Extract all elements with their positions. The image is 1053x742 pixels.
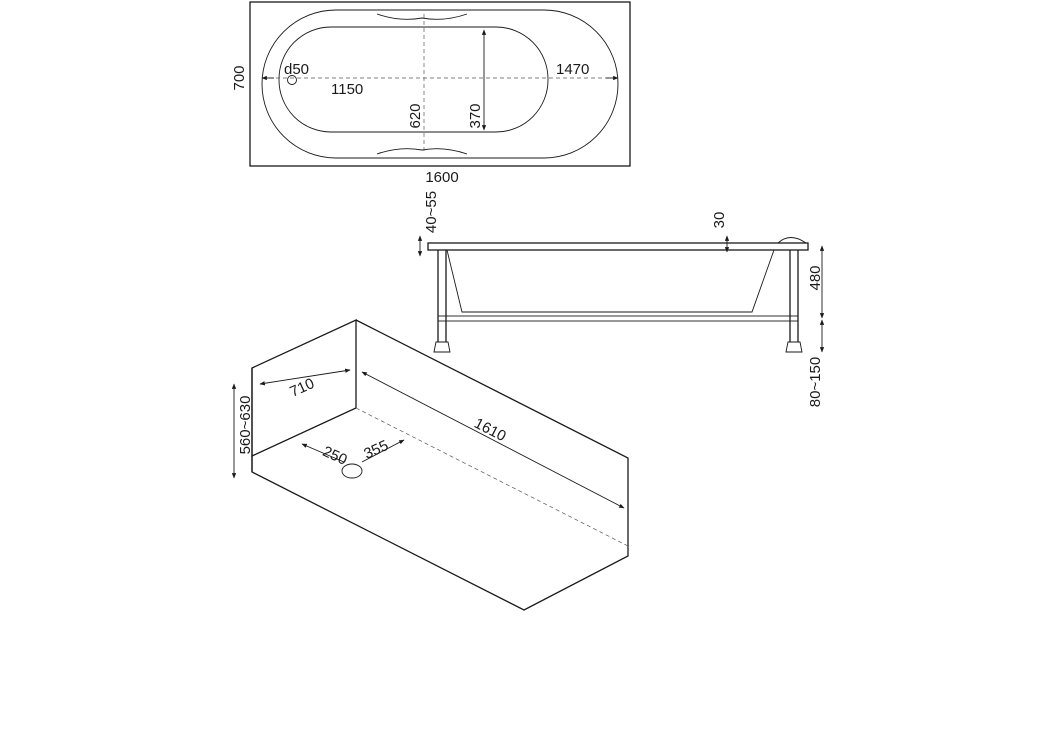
dim-tub-depth: 480	[807, 265, 824, 290]
drain-hole-icon	[287, 75, 297, 85]
dim-inner-length-1150: 1150	[331, 81, 363, 98]
top-view: 1600 700 d50 1150 1470 620 370	[231, 1, 631, 186]
dim-line-iso-length	[361, 371, 625, 509]
dim-outer-length-1470: 1470	[556, 61, 589, 78]
top-view-outline	[249, 1, 631, 167]
dim-rim-height: 40~55	[423, 191, 440, 233]
dim-length-1600: 1600	[425, 169, 458, 186]
side-view-crossbar	[437, 315, 799, 322]
dim-half-width-370: 370	[467, 103, 484, 128]
dim-drain-x: 250	[320, 443, 350, 469]
dim-width-700: 700	[231, 65, 248, 90]
dim-iso-length: 1610	[471, 415, 508, 445]
dim-leg-height: 80~150	[807, 357, 824, 407]
top-view-armrest-bottom	[376, 148, 468, 155]
dim-iso-height: 560~630	[237, 396, 254, 455]
side-view-foot-right	[785, 341, 803, 353]
dim-inner-width-620: 620	[407, 103, 424, 128]
side-view: 40~55 30 480 80~150	[417, 191, 825, 407]
dim-line-drain-y	[361, 439, 405, 463]
top-view-rim	[261, 9, 619, 159]
side-view-foot-left	[433, 341, 451, 353]
dim-drain-d50: d50	[284, 61, 309, 78]
top-view-basin	[278, 26, 549, 133]
dim-line-iso-width	[259, 368, 351, 386]
iso-drain-hole-icon	[341, 463, 363, 479]
iso-body-outline	[251, 319, 629, 611]
top-view-armrest-top	[376, 13, 468, 20]
side-view-basin	[446, 249, 775, 313]
iso-view: 710 1610 560~630 250 355	[231, 318, 629, 611]
dim-drain-y: 355	[361, 437, 391, 463]
side-view-headrest	[777, 237, 807, 244]
dim-rim-thickness: 30	[711, 212, 728, 229]
dim-line-drain-x	[301, 443, 345, 463]
side-view-rim	[427, 242, 809, 251]
